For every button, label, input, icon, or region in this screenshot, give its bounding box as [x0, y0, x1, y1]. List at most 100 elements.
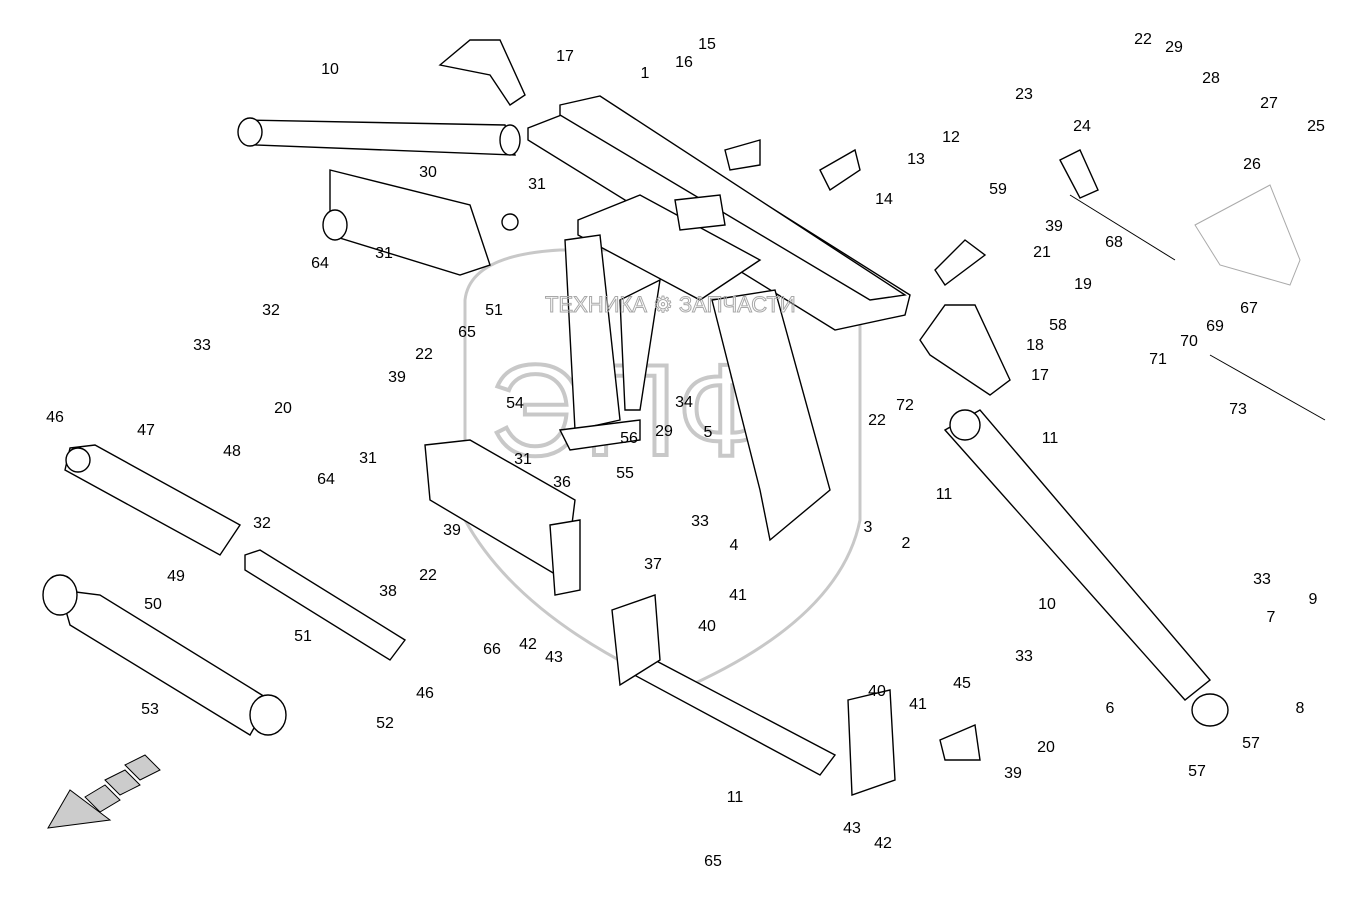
callout-label: 39 — [1004, 765, 1022, 782]
callout-label: 36 — [553, 474, 571, 491]
callout-label: 16 — [675, 54, 693, 71]
cross-tube-30 — [322, 169, 519, 276]
long-arm-10 — [943, 409, 1229, 727]
cross-beam-36 — [424, 439, 581, 596]
callout-label: 66 — [483, 641, 501, 658]
callout-label: 46 — [416, 685, 434, 702]
callout-label: 39 — [1045, 218, 1063, 235]
callout-label: 7 — [1266, 609, 1276, 626]
pin-45 — [939, 723, 981, 761]
callout-label: 49 — [167, 568, 185, 585]
callout-label: 42 — [519, 636, 537, 653]
callout-label: 19 — [1074, 276, 1092, 293]
callout-label: 53 — [141, 701, 159, 718]
callout-label: 39 — [443, 522, 461, 539]
link-47 — [64, 444, 242, 556]
callout-label: 51 — [485, 302, 503, 319]
callout-label: 20 — [274, 400, 292, 417]
pin-24 — [1059, 149, 1099, 199]
callout-label: 15 — [698, 36, 716, 53]
cylinder-53 — [42, 574, 287, 736]
callout-label: 64 — [311, 255, 329, 272]
callout-label: 13 — [907, 151, 925, 168]
forward-direction-arrow-icon — [47, 754, 161, 829]
callout-label: 39 — [388, 369, 406, 386]
callout-label: 69 — [1206, 318, 1224, 335]
bracket-right-ghost — [1194, 184, 1301, 286]
callout-label: 23 — [1015, 86, 1033, 103]
callout-label: 33 — [1015, 648, 1033, 665]
callout-label: 26 — [1243, 156, 1261, 173]
callout-label: 11 — [726, 789, 744, 806]
callout-label: 18 — [1026, 337, 1044, 354]
bracket-17-top — [438, 39, 526, 106]
callout-label: 4 — [729, 537, 739, 554]
callout-label: 25 — [1307, 118, 1325, 135]
bracket-17-right — [919, 304, 1011, 396]
callout-label: 68 — [1105, 234, 1123, 251]
callout-label: 40 — [698, 618, 716, 635]
callout-label: 33 — [193, 337, 211, 354]
callout-label: 31 — [359, 450, 377, 467]
pin-21 — [934, 239, 987, 287]
callout-label: 57 — [1242, 735, 1260, 752]
main-frame — [527, 95, 911, 542]
callout-label: 32 — [253, 515, 271, 532]
callout-label: 29 — [655, 423, 673, 440]
callout-label: 12 — [942, 129, 960, 146]
callout-label: 14 — [875, 191, 893, 208]
callout-label: 47 — [137, 422, 155, 439]
callout-label: 67 — [1240, 300, 1258, 317]
callout-label: 11 — [935, 486, 953, 503]
callout-label: 41 — [909, 696, 927, 713]
callout-label: 40 — [868, 683, 886, 700]
callout-label: 57 — [1188, 763, 1206, 780]
callout-label: 22 — [868, 412, 886, 429]
callout-label: 50 — [144, 596, 162, 613]
callout-label: 11 — [1041, 430, 1059, 447]
callout-label: 42 — [874, 835, 892, 852]
callout-label: 55 — [616, 465, 634, 482]
callout-label: 32 — [262, 302, 280, 319]
callout-label: 33 — [691, 513, 709, 530]
callout-label: 72 — [896, 397, 914, 414]
callout-label: 33 — [1253, 571, 1271, 588]
callout-label: 70 — [1180, 333, 1198, 350]
plate-40 — [611, 594, 896, 796]
rod-73 — [1209, 354, 1326, 421]
callout-label: 51 — [294, 628, 312, 645]
callout-label: 3 — [863, 519, 873, 536]
callout-label: 20 — [1037, 739, 1055, 756]
callout-label: 28 — [1202, 70, 1220, 87]
callout-label: 31 — [375, 245, 393, 262]
callout-label: 9 — [1308, 591, 1318, 608]
hydraulic-cylinder-top — [237, 117, 521, 156]
callout-label: 6 — [1105, 700, 1115, 717]
callout-label: 17 — [1031, 367, 1049, 384]
callout-label: 22 — [419, 567, 437, 584]
callout-label: 31 — [514, 451, 532, 468]
callout-label: 43 — [843, 820, 861, 837]
callout-label: 10 — [321, 61, 339, 78]
callout-label: 5 — [703, 424, 713, 441]
callout-label: 1 — [640, 65, 650, 82]
callout-label: 64 — [317, 471, 335, 488]
callout-label: 41 — [729, 587, 747, 604]
callout-label: 34 — [675, 394, 693, 411]
callout-label: 43 — [545, 649, 563, 666]
callout-label: 54 — [506, 395, 524, 412]
callout-label: 2 — [901, 535, 911, 552]
watermark-text: ТЕХНИКА ⚙ ЗАПЧАСТИ — [545, 292, 796, 317]
slotted-link-38 — [244, 549, 407, 661]
callout-label: 21 — [1033, 244, 1051, 261]
callout-label: 58 — [1049, 317, 1067, 334]
callout-label: 65 — [704, 853, 722, 870]
callout-label: 22 — [415, 346, 433, 363]
callout-label: 48 — [223, 443, 241, 460]
spring — [623, 654, 837, 776]
callout-label: 27 — [1260, 95, 1278, 112]
callout-label: 30 — [419, 164, 437, 181]
callout-label: 46 — [46, 409, 64, 426]
callout-label: 65 — [458, 324, 476, 341]
